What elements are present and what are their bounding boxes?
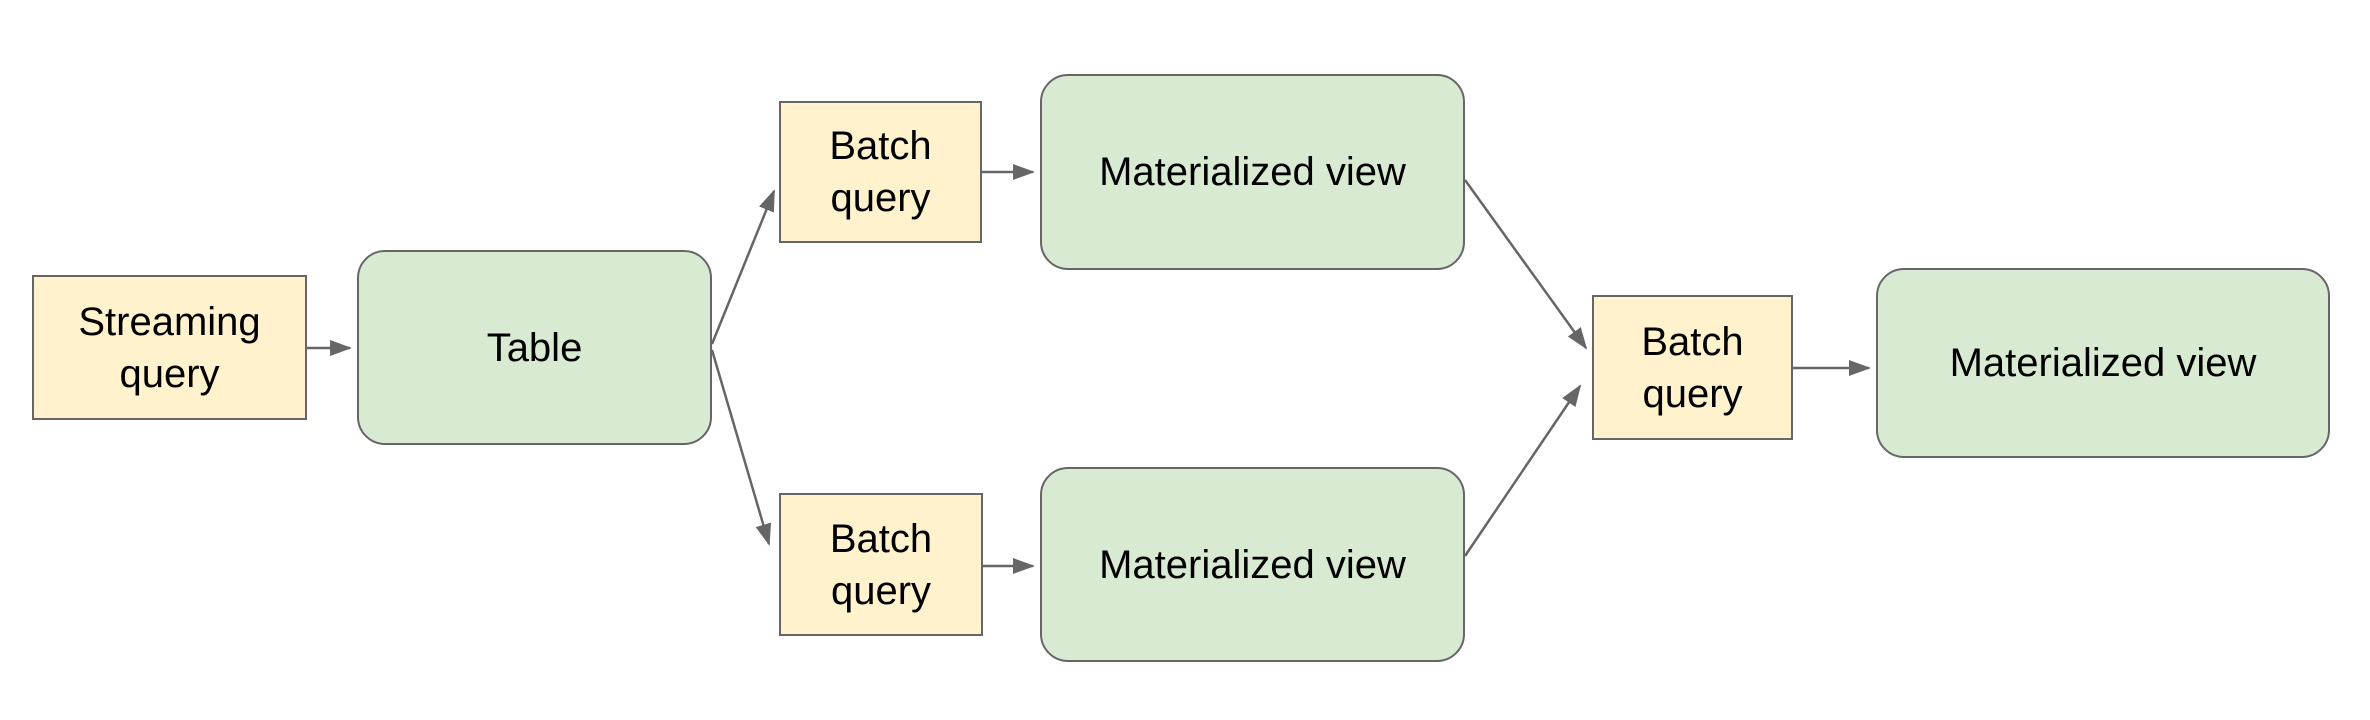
node-batch-query-right: Batch query — [1592, 295, 1793, 440]
edge-materialized-view-bottom-to-batch-query-right — [1463, 384, 1582, 557]
edge-table-to-batch-query-top — [710, 189, 776, 345]
node-streaming-query: Streaming query — [32, 275, 307, 420]
node-batch-query-top: Batch query — [779, 101, 982, 243]
node-materialized-view-top-label: Materialized view — [1099, 150, 1406, 194]
node-batch-query-top-label: Batch query — [829, 124, 932, 220]
node-materialized-view-top: Materialized view — [1040, 74, 1465, 270]
node-table: Table — [357, 250, 712, 445]
node-streaming-query-label: Streaming query — [78, 299, 261, 396]
node-batch-query-bottom: Batch query — [779, 493, 983, 636]
node-materialized-view-right-label: Materialized view — [1949, 341, 2257, 385]
edge-materialized-view-top-to-batch-query-right — [1463, 179, 1588, 350]
node-materialized-view-right: Materialized view — [1876, 268, 2330, 458]
node-materialized-view-bottom-label: Materialized view — [1099, 542, 1406, 587]
edge-table-to-batch-query-bottom — [710, 349, 772, 546]
node-table-label: Table — [486, 325, 583, 370]
node-materialized-view-bottom: Materialized view — [1040, 467, 1465, 662]
node-batch-query-bottom-label: Batch query — [829, 516, 933, 613]
node-batch-query-right-label: Batch query — [1641, 319, 1744, 416]
